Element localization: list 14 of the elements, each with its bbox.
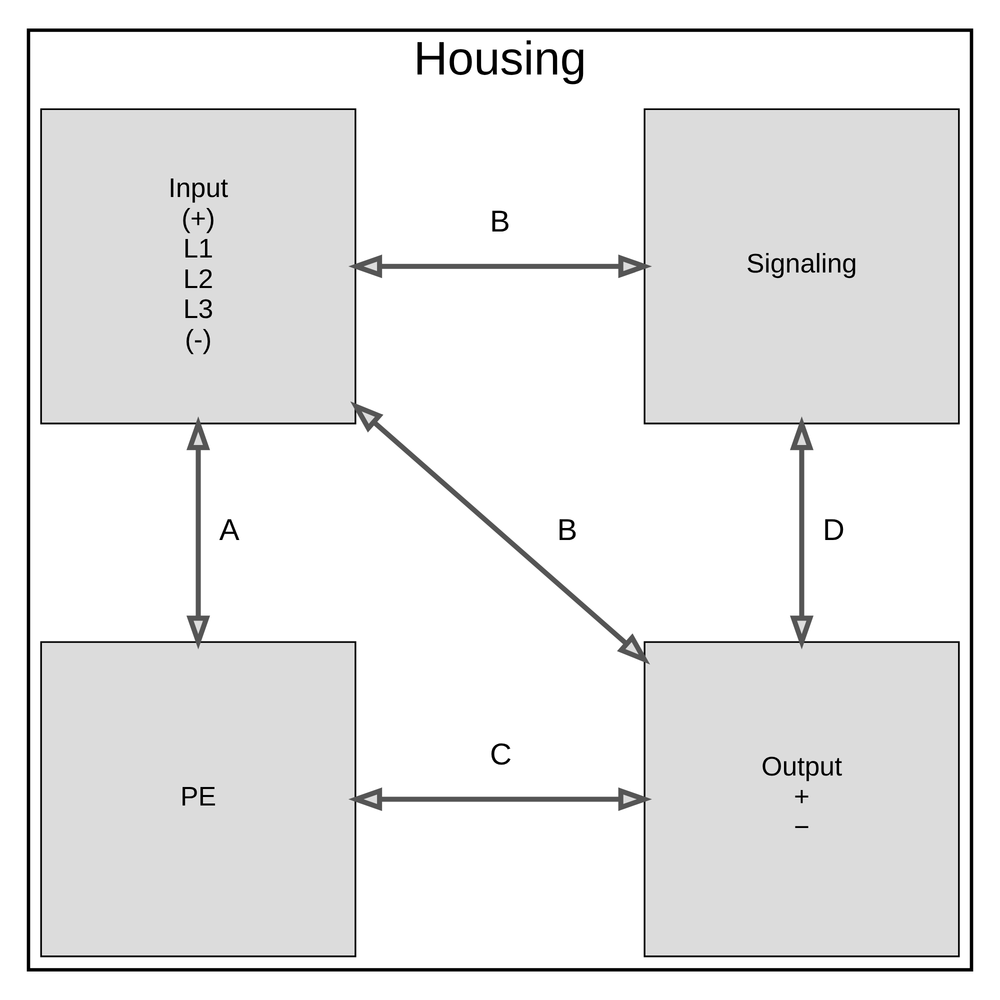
node-box: Output + − <box>644 641 960 958</box>
node-box: Input (+) L1 L2 L3 (-) <box>40 108 356 424</box>
arrow <box>186 416 210 650</box>
edge-label: B <box>490 206 510 239</box>
arrow <box>790 416 814 650</box>
node-box: PE <box>40 641 356 958</box>
arrow <box>348 254 652 278</box>
edge-label: B <box>557 514 578 548</box>
arrow <box>348 787 652 811</box>
arrow <box>350 401 650 664</box>
edge-label: A <box>219 514 240 548</box>
edge-label: C <box>490 738 512 772</box>
node-box: Signaling <box>644 108 960 424</box>
edge-label: D <box>822 514 845 548</box>
